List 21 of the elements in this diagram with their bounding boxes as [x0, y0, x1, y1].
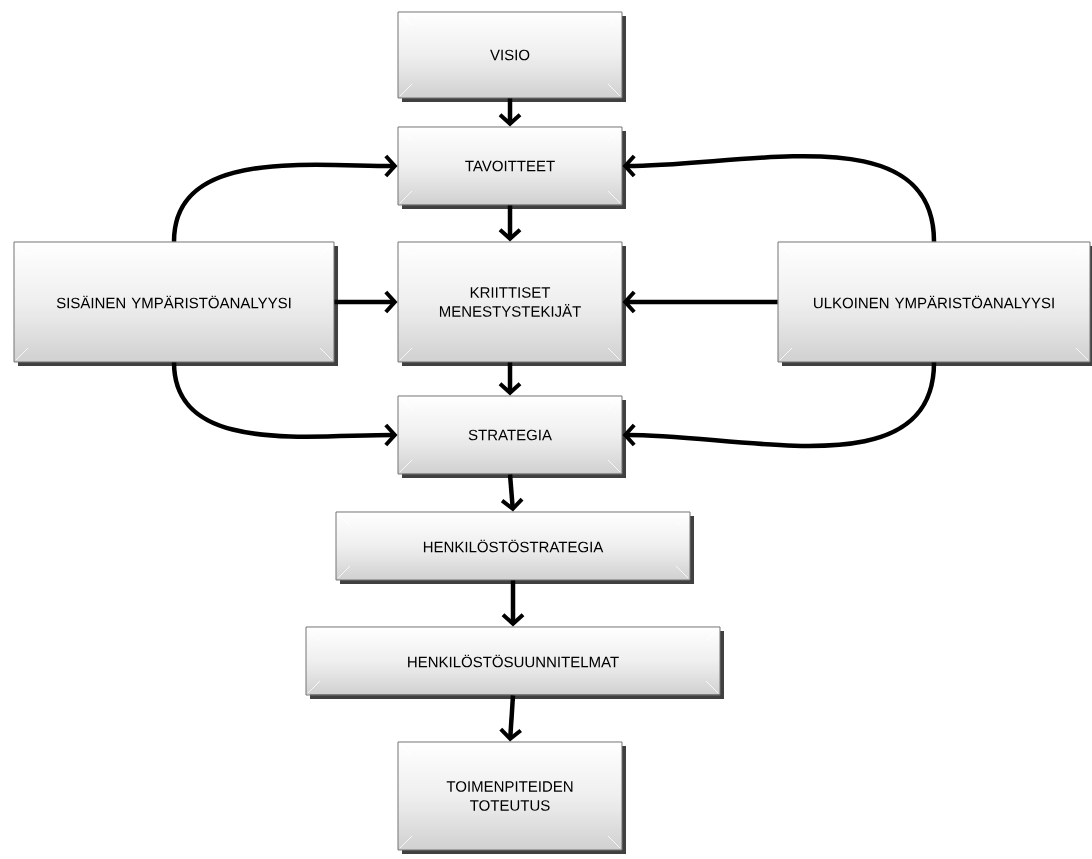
process-box: ULKOINEN YMPÄRISTÖANALYYSI: [777, 241, 1092, 366]
arrow: [498, 205, 522, 242]
process-box: VISIO: [397, 11, 626, 102]
arrow: [334, 290, 398, 314]
arrow: [499, 695, 522, 742]
arrow: [171, 154, 398, 242]
process-box: HENKILÖSTÖSUUNNITELMAT: [305, 626, 724, 699]
process-box: TAVOITTEET: [397, 126, 626, 209]
arrow: [498, 362, 522, 396]
arrow: [498, 98, 522, 127]
process-box: TOIMENPITEIDEN TOTEUTUS: [397, 741, 626, 854]
process-box: HENKILÖSTÖSTRATEGIA: [335, 511, 694, 584]
arrow: [622, 362, 937, 448]
process-box: STRATEGIA: [397, 395, 626, 478]
process-box: KRIITTISET MENESTYSTEKIJÄT: [397, 241, 626, 366]
arrow: [501, 580, 525, 627]
arrow: [622, 154, 937, 242]
arrow: [500, 474, 524, 512]
arrow: [171, 362, 398, 447]
process-box: SISÄINEN YMPÄRISTÖANALYYSI: [13, 241, 338, 366]
arrow: [622, 290, 778, 314]
